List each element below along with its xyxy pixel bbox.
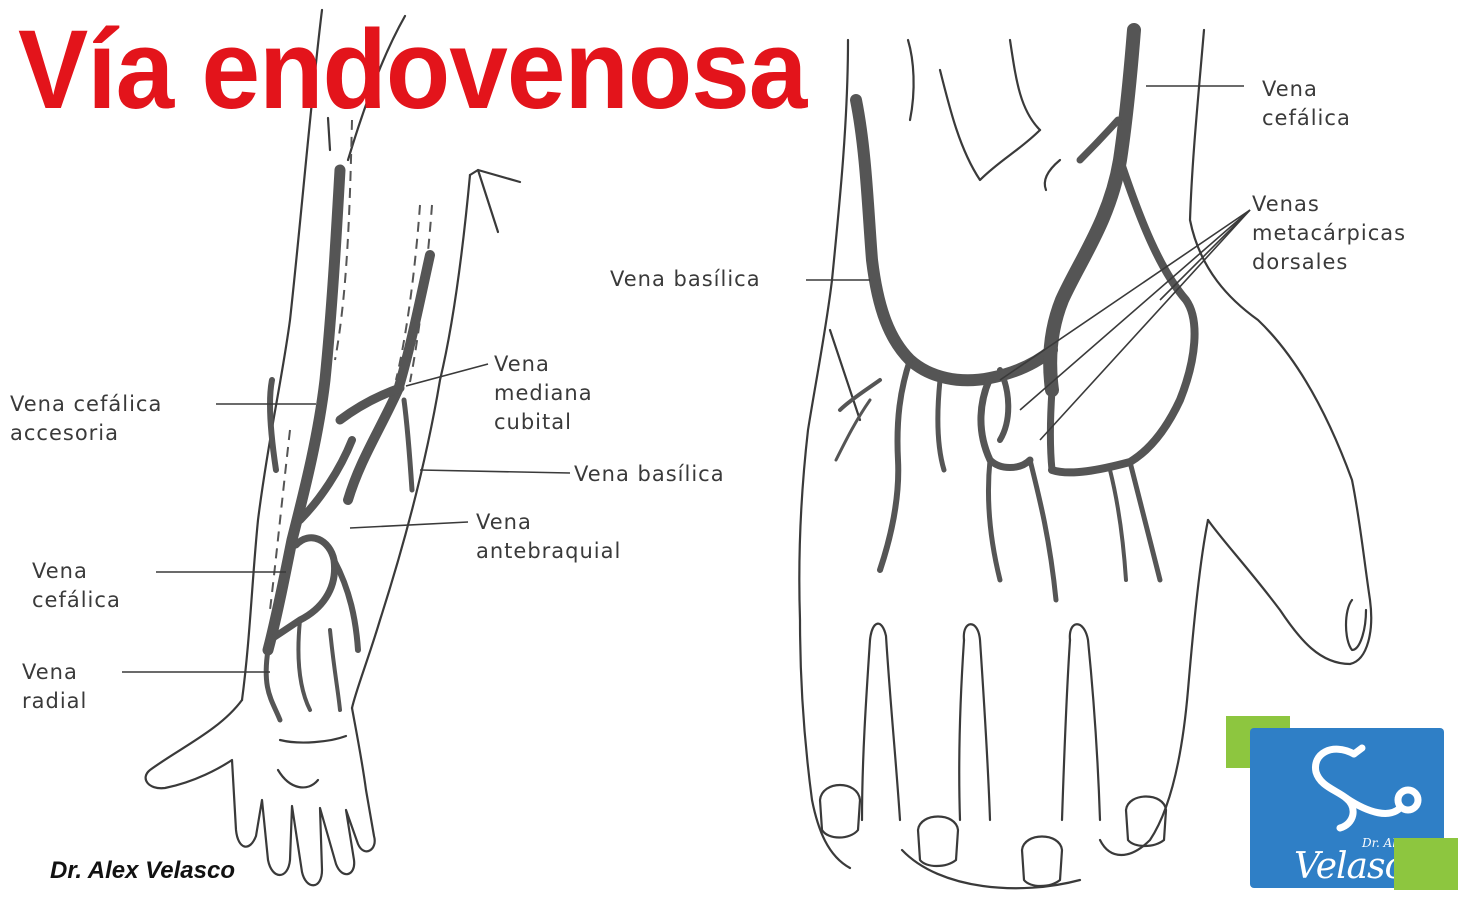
label-vena-cefalica-forearm: Vena cefálica	[32, 557, 121, 615]
label-vena-cefalica-hand: Vena cefálica	[1262, 75, 1351, 133]
label-vena-radial: Vena radial	[22, 658, 87, 716]
label-vena-antebraquial: Vena antebraquial	[476, 508, 621, 566]
brand-logo: Dr. Alex Velasco	[1226, 716, 1462, 894]
label-vena-basilica-hand: Vena basílica	[610, 265, 761, 294]
forearm-veins	[266, 170, 430, 720]
logo-green-square-bottom	[1394, 838, 1458, 890]
label-vena-mediana-cubital: Vena mediana cubital	[494, 350, 593, 437]
label-vena-cefalica-accesoria: Vena cefálica accesoria	[10, 390, 162, 448]
label-venas-metacarpicas-dorsales: Venas metacárpicas dorsales	[1252, 190, 1406, 277]
forearm-outline	[146, 10, 520, 885]
hand-veins	[836, 30, 1195, 600]
author-credit: Dr. Alex Velasco	[50, 857, 235, 885]
label-vena-basilica-forearm: Vena basílica	[574, 460, 725, 489]
page-title: Vía endovenosa	[18, 14, 806, 126]
leader-lines	[122, 86, 1250, 672]
